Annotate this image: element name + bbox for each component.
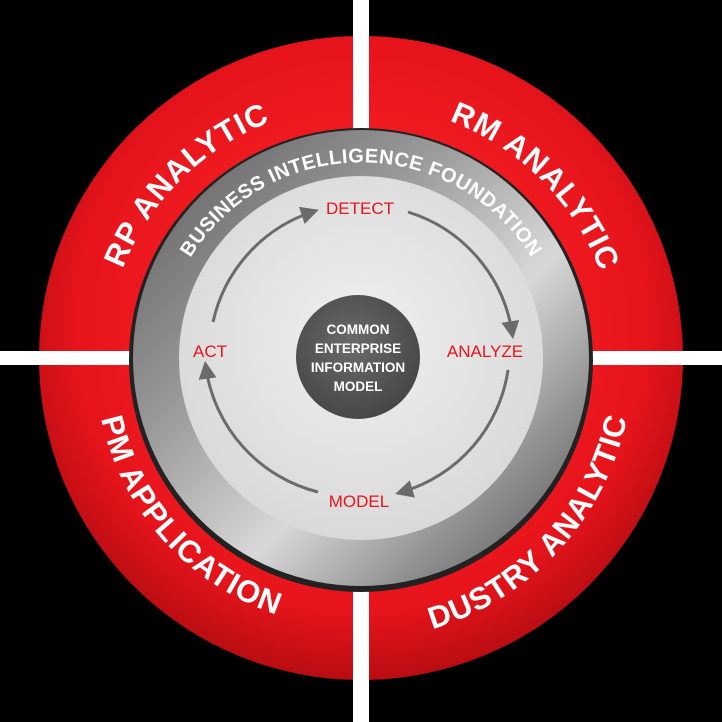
cycle-label-act: ACT bbox=[193, 342, 227, 361]
cycle-arrows bbox=[198, 206, 520, 498]
arrow-detect-to-analyze bbox=[407, 210, 520, 340]
core-line-1: COMMON bbox=[327, 322, 390, 337]
core-line-3: INFORMATION bbox=[311, 360, 405, 375]
cycle-label-detect: DETECT bbox=[326, 199, 394, 218]
core-circle bbox=[296, 295, 420, 419]
core-line-4: MODEL bbox=[334, 379, 383, 394]
arrow-model-to-act bbox=[198, 360, 319, 494]
cycle-label-analyze: ANALYZE bbox=[447, 342, 523, 361]
arrow-analyze-to-model bbox=[395, 369, 510, 498]
core-line-2: ENTERPRISE bbox=[315, 341, 401, 356]
cycle-label-model: MODEL bbox=[329, 492, 389, 511]
arrow-act-to-detect bbox=[211, 206, 319, 323]
